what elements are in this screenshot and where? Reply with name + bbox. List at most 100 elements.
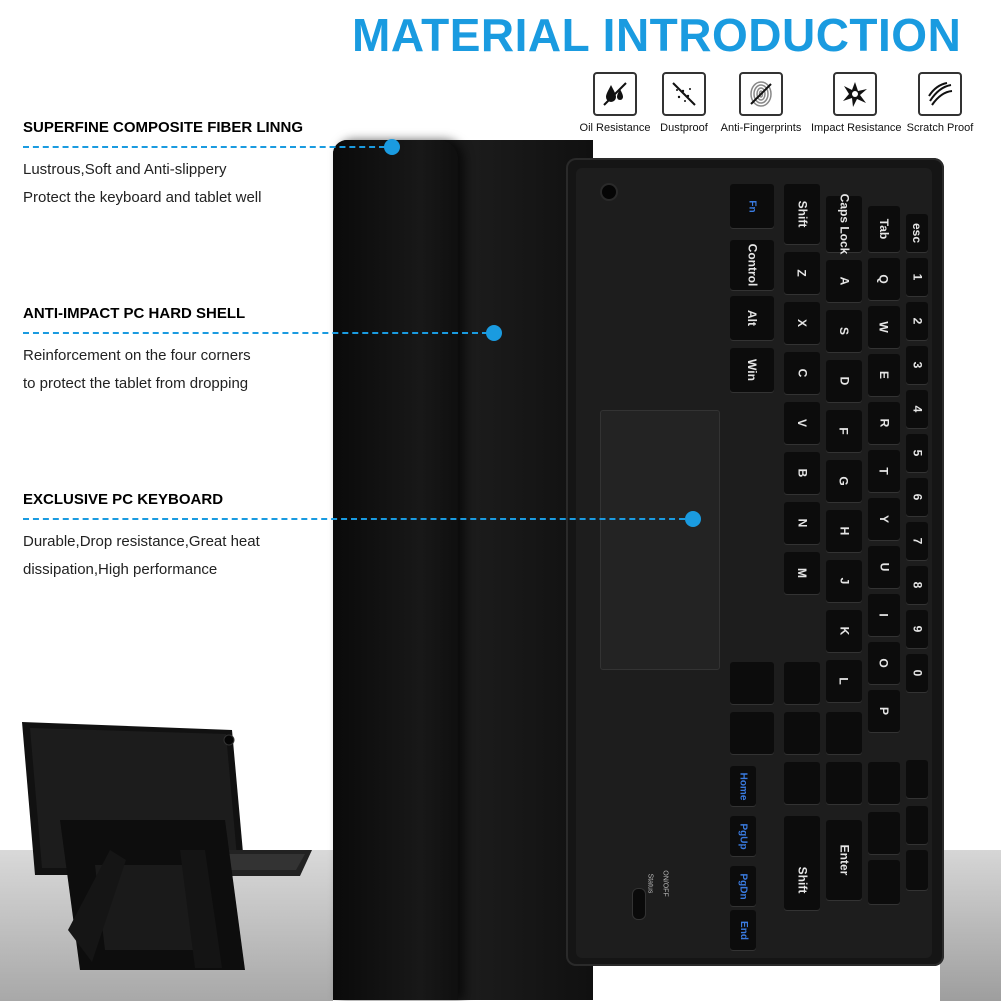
- section-heading: ANTI-IMPACT PC HARD SHELL: [23, 305, 246, 322]
- feature-impact-resistance: Impact Resistance: [811, 72, 902, 134]
- key: 4: [906, 390, 928, 428]
- stand-photo: [22, 722, 312, 970]
- feature-label: Impact Resistance: [811, 122, 902, 134]
- key-label: Y: [876, 514, 891, 524]
- key: D: [826, 360, 862, 402]
- scratch-icon: [918, 72, 962, 116]
- section-heading: SUPERFINE COMPOSITE FIBER LINNG: [23, 119, 304, 136]
- feature-scratch-proof: Scratch Proof: [896, 72, 984, 134]
- key: [784, 762, 820, 804]
- key: E: [868, 354, 900, 396]
- key: Alt: [730, 296, 774, 340]
- key-label: Enter: [837, 844, 851, 876]
- key: I: [868, 594, 900, 636]
- key-label: A: [836, 276, 851, 286]
- feature-dustproof: Dustproof: [640, 72, 728, 134]
- key-label: Control: [745, 243, 759, 287]
- key-label: Q: [877, 274, 891, 284]
- key: Shift: [784, 850, 820, 910]
- key: 9: [906, 610, 928, 648]
- key-label: F: [837, 427, 851, 435]
- section-line: Lustrous,Soft and Anti-slippery: [23, 161, 227, 178]
- feature-label: Dustproof: [660, 122, 708, 134]
- feature-anti-fingerprints: Anti-Fingerprints: [717, 72, 805, 134]
- key: A: [826, 260, 862, 302]
- section-line: Reinforcement on the four corners: [23, 347, 251, 364]
- key: [826, 712, 862, 754]
- power-switch-label: ON/OFF: [661, 870, 669, 897]
- impact-icon: [833, 72, 877, 116]
- key: Control: [730, 240, 774, 290]
- key: Win: [730, 348, 774, 392]
- key: T: [868, 450, 900, 492]
- feature-label: Oil Resistance: [579, 122, 651, 134]
- key: S: [826, 310, 862, 352]
- floor-background-right: [940, 850, 1001, 1001]
- key: 0: [906, 654, 928, 692]
- key-label: End: [737, 920, 749, 940]
- key: P: [868, 690, 900, 732]
- key-label: P: [876, 706, 891, 716]
- key: 3: [906, 346, 928, 384]
- key-label: L: [837, 677, 851, 685]
- key: [730, 662, 774, 704]
- callout-dot: [685, 511, 701, 527]
- key: M: [784, 552, 820, 594]
- callout-dot: [384, 139, 400, 155]
- key-label: PgUp: [737, 822, 749, 850]
- key: Fn: [730, 184, 774, 228]
- key-label: Fn: [746, 199, 758, 213]
- key: N: [784, 502, 820, 544]
- key-label: G: [837, 476, 851, 486]
- key: [868, 812, 900, 854]
- key: 6: [906, 478, 928, 516]
- key-label: I: [877, 613, 891, 617]
- key: 2: [906, 302, 928, 340]
- key: Tab: [868, 206, 900, 252]
- callout-line: [23, 146, 385, 148]
- key-label: E: [876, 370, 891, 380]
- key-label: 8: [910, 581, 924, 589]
- key: [906, 850, 928, 890]
- key-label: K: [836, 626, 851, 636]
- key-label: M: [795, 568, 809, 578]
- feature-oil-resistance: Oil Resistance: [571, 72, 659, 134]
- key: Shift: [784, 184, 820, 244]
- key-label: Tab: [876, 218, 891, 240]
- key: J: [826, 560, 862, 602]
- callout-line: [23, 332, 488, 334]
- section-line: to protect the tablet from dropping: [23, 375, 249, 392]
- key-label: 0: [910, 669, 924, 677]
- feature-label: Scratch Proof: [906, 122, 974, 134]
- oil-drop-icon: [593, 72, 637, 116]
- status-label: Status: [646, 873, 654, 894]
- key-label: O: [877, 658, 891, 668]
- key-label: N: [794, 518, 809, 528]
- key: [906, 760, 928, 798]
- key-label: Shift: [794, 200, 809, 228]
- key: End: [730, 910, 756, 950]
- key: [868, 762, 900, 804]
- key-label: S: [836, 326, 851, 336]
- key: PgDn: [730, 866, 756, 906]
- key-label: Win: [744, 359, 759, 381]
- key: [784, 712, 820, 754]
- section-heading: EXCLUSIVE PC KEYBOARD: [23, 491, 224, 508]
- key: X: [784, 302, 820, 344]
- page-title: MATERIAL INTRODUCTION: [352, 9, 962, 61]
- key: Enter: [826, 820, 862, 900]
- key: 5: [906, 434, 928, 472]
- key: Caps Lock: [826, 194, 862, 254]
- key: C: [784, 352, 820, 394]
- key: esc: [906, 214, 928, 252]
- key-label: 4: [910, 405, 924, 413]
- key-label: Alt: [745, 310, 759, 326]
- key-label: X: [794, 318, 809, 328]
- key: 7: [906, 522, 928, 560]
- key-label: J: [837, 577, 851, 585]
- key-label: R: [876, 418, 891, 428]
- callout-line: [23, 518, 685, 520]
- key-label: 9: [910, 625, 924, 633]
- key: [906, 806, 928, 844]
- key: [730, 712, 774, 754]
